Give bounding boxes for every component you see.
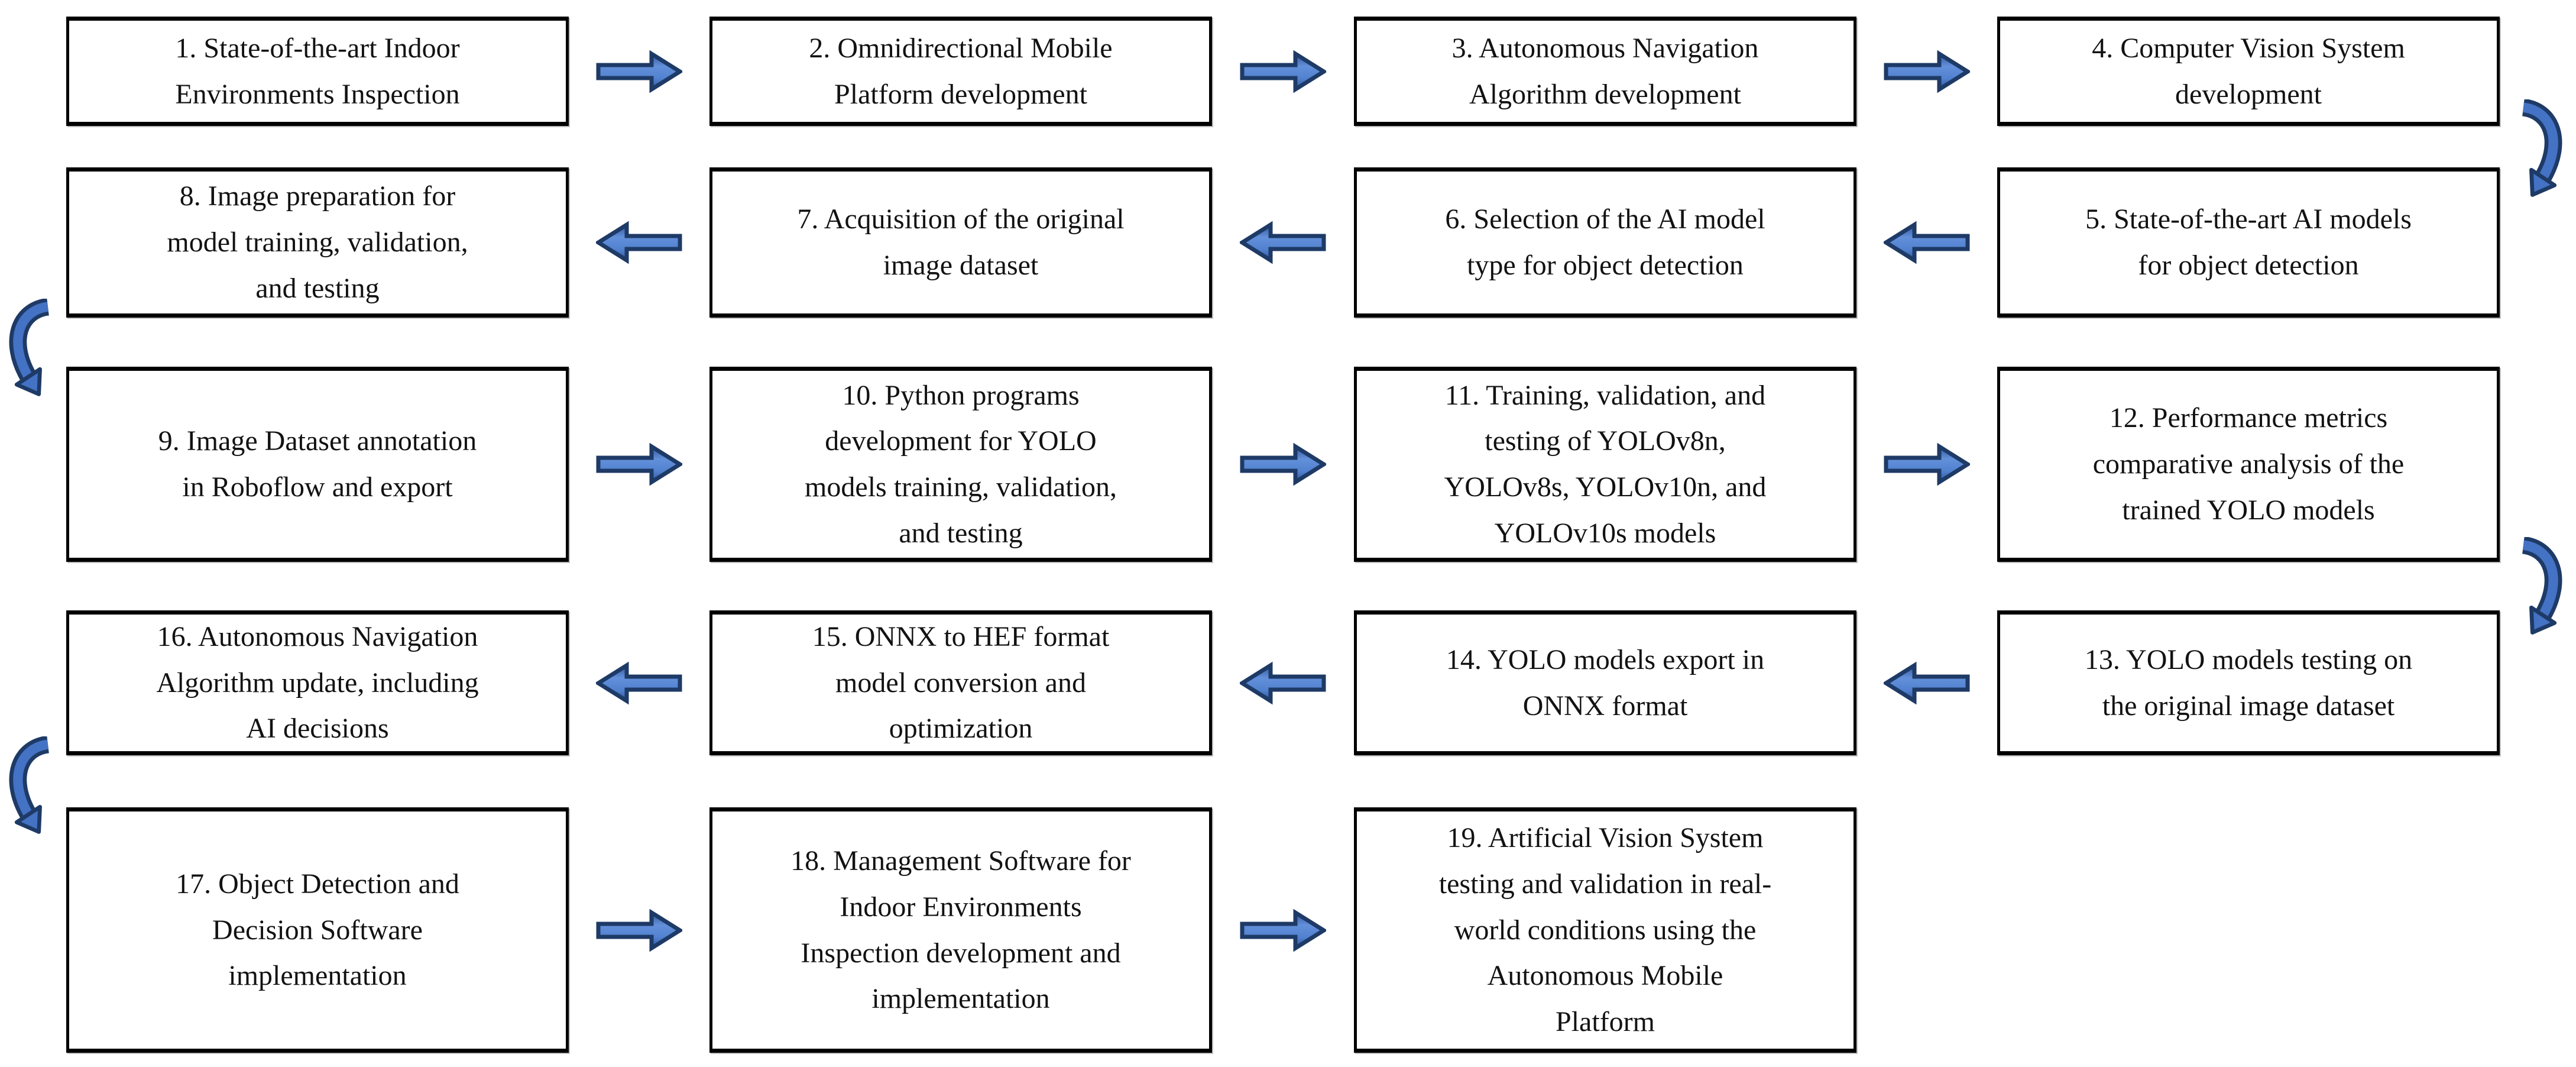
flow-arrow-left-icon — [1884, 221, 1970, 264]
flow-arrow-right-icon — [1884, 50, 1970, 93]
flow-arrow-right-icon — [596, 908, 682, 952]
step-box-1: 1. State-of-the-art Indoor Environments … — [66, 17, 569, 126]
step-box-19: 19. Artificial Vision System testing and… — [1354, 807, 1856, 1053]
flow-arrow-right-icon — [1240, 908, 1326, 952]
step-box-16: 16. Autonomous Navigation Algorithm upda… — [66, 610, 569, 755]
step-label-18: 18. Management Software for Indoor Envir… — [790, 845, 1131, 1015]
flow-arrow-left-icon — [596, 661, 682, 705]
step-label-7: 7. Acquisition of the original image dat… — [797, 203, 1125, 281]
step-label-8: 8. Image preparation for model training,… — [167, 180, 468, 304]
step-label-9: 9. Image Dataset annotation in Roboflow … — [158, 425, 477, 503]
step-box-9: 9. Image Dataset annotation in Roboflow … — [66, 367, 569, 562]
step-box-10: 10. Python programs development for YOLO… — [709, 367, 1212, 562]
flow-arrow-right-icon — [1884, 442, 1970, 486]
step-box-15: 15. ONNX to HEF format model conversion … — [709, 610, 1212, 755]
step-box-17: 17. Object Detection and Decision Softwa… — [66, 807, 569, 1053]
step-label-16: 16. Autonomous Navigation Algorithm upda… — [156, 620, 479, 745]
flow-arrow-right-icon — [596, 442, 682, 486]
step-box-2: 2. Omnidirectional Mobile Platform devel… — [709, 17, 1212, 126]
step-label-14: 14. YOLO models export in ONNX format — [1446, 644, 1765, 722]
flow-arrow-right-icon — [1240, 50, 1326, 93]
step-box-6: 6. Selection of the AI model type for ob… — [1354, 167, 1856, 318]
step-box-11: 11. Training, validation, and testing of… — [1354, 367, 1856, 562]
curved-arrow-down-right-icon — [2509, 99, 2565, 205]
flow-arrow-left-icon — [1884, 661, 1970, 705]
flow-arrow-left-icon — [596, 221, 682, 264]
curved-arrow-down-left-icon — [6, 299, 63, 404]
flow-arrow-left-icon — [1240, 661, 1326, 705]
step-label-15: 15. ONNX to HEF format model conversion … — [812, 620, 1110, 745]
step-label-12: 12. Performance metrics comparative anal… — [2092, 402, 2405, 526]
step-label-1: 1. State-of-the-art Indoor Environments … — [175, 32, 460, 110]
step-label-5: 5. State-of-the-art AI models for object… — [2085, 203, 2412, 281]
flow-arrow-right-icon — [596, 50, 682, 93]
step-label-11: 11. Training, validation, and testing of… — [1444, 379, 1767, 549]
curved-arrow-down-right-icon — [2509, 537, 2565, 642]
step-label-19: 19. Artificial Vision System testing and… — [1438, 822, 1772, 1038]
step-label-10: 10. Python programs development for YOLO… — [805, 379, 1117, 549]
step-label-2: 2. Omnidirectional Mobile Platform devel… — [809, 32, 1113, 110]
step-label-6: 6. Selection of the AI model type for ob… — [1445, 203, 1765, 281]
curved-arrow-down-left-icon — [6, 736, 63, 842]
step-label-4: 4. Computer Vision System development — [2092, 32, 2405, 110]
flow-arrow-left-icon — [1240, 221, 1326, 264]
step-box-3: 3. Autonomous Navigation Algorithm devel… — [1354, 17, 1856, 126]
step-box-8: 8. Image preparation for model training,… — [66, 167, 569, 318]
flow-arrow-right-icon — [1240, 442, 1326, 486]
step-box-13: 13. YOLO models testing on the original … — [1997, 610, 2500, 755]
step-box-5: 5. State-of-the-art AI models for object… — [1997, 167, 2500, 318]
step-box-7: 7. Acquisition of the original image dat… — [709, 167, 1212, 318]
step-box-18: 18. Management Software for Indoor Envir… — [709, 807, 1212, 1053]
step-label-17: 17. Object Detection and Decision Softwa… — [176, 868, 459, 992]
step-box-14: 14. YOLO models export in ONNX format — [1354, 610, 1856, 755]
step-box-12: 12. Performance metrics comparative anal… — [1997, 367, 2500, 562]
step-label-3: 3. Autonomous Navigation Algorithm devel… — [1451, 32, 1759, 110]
step-box-4: 4. Computer Vision System development — [1997, 17, 2500, 126]
step-label-13: 13. YOLO models testing on the original … — [2084, 644, 2413, 722]
